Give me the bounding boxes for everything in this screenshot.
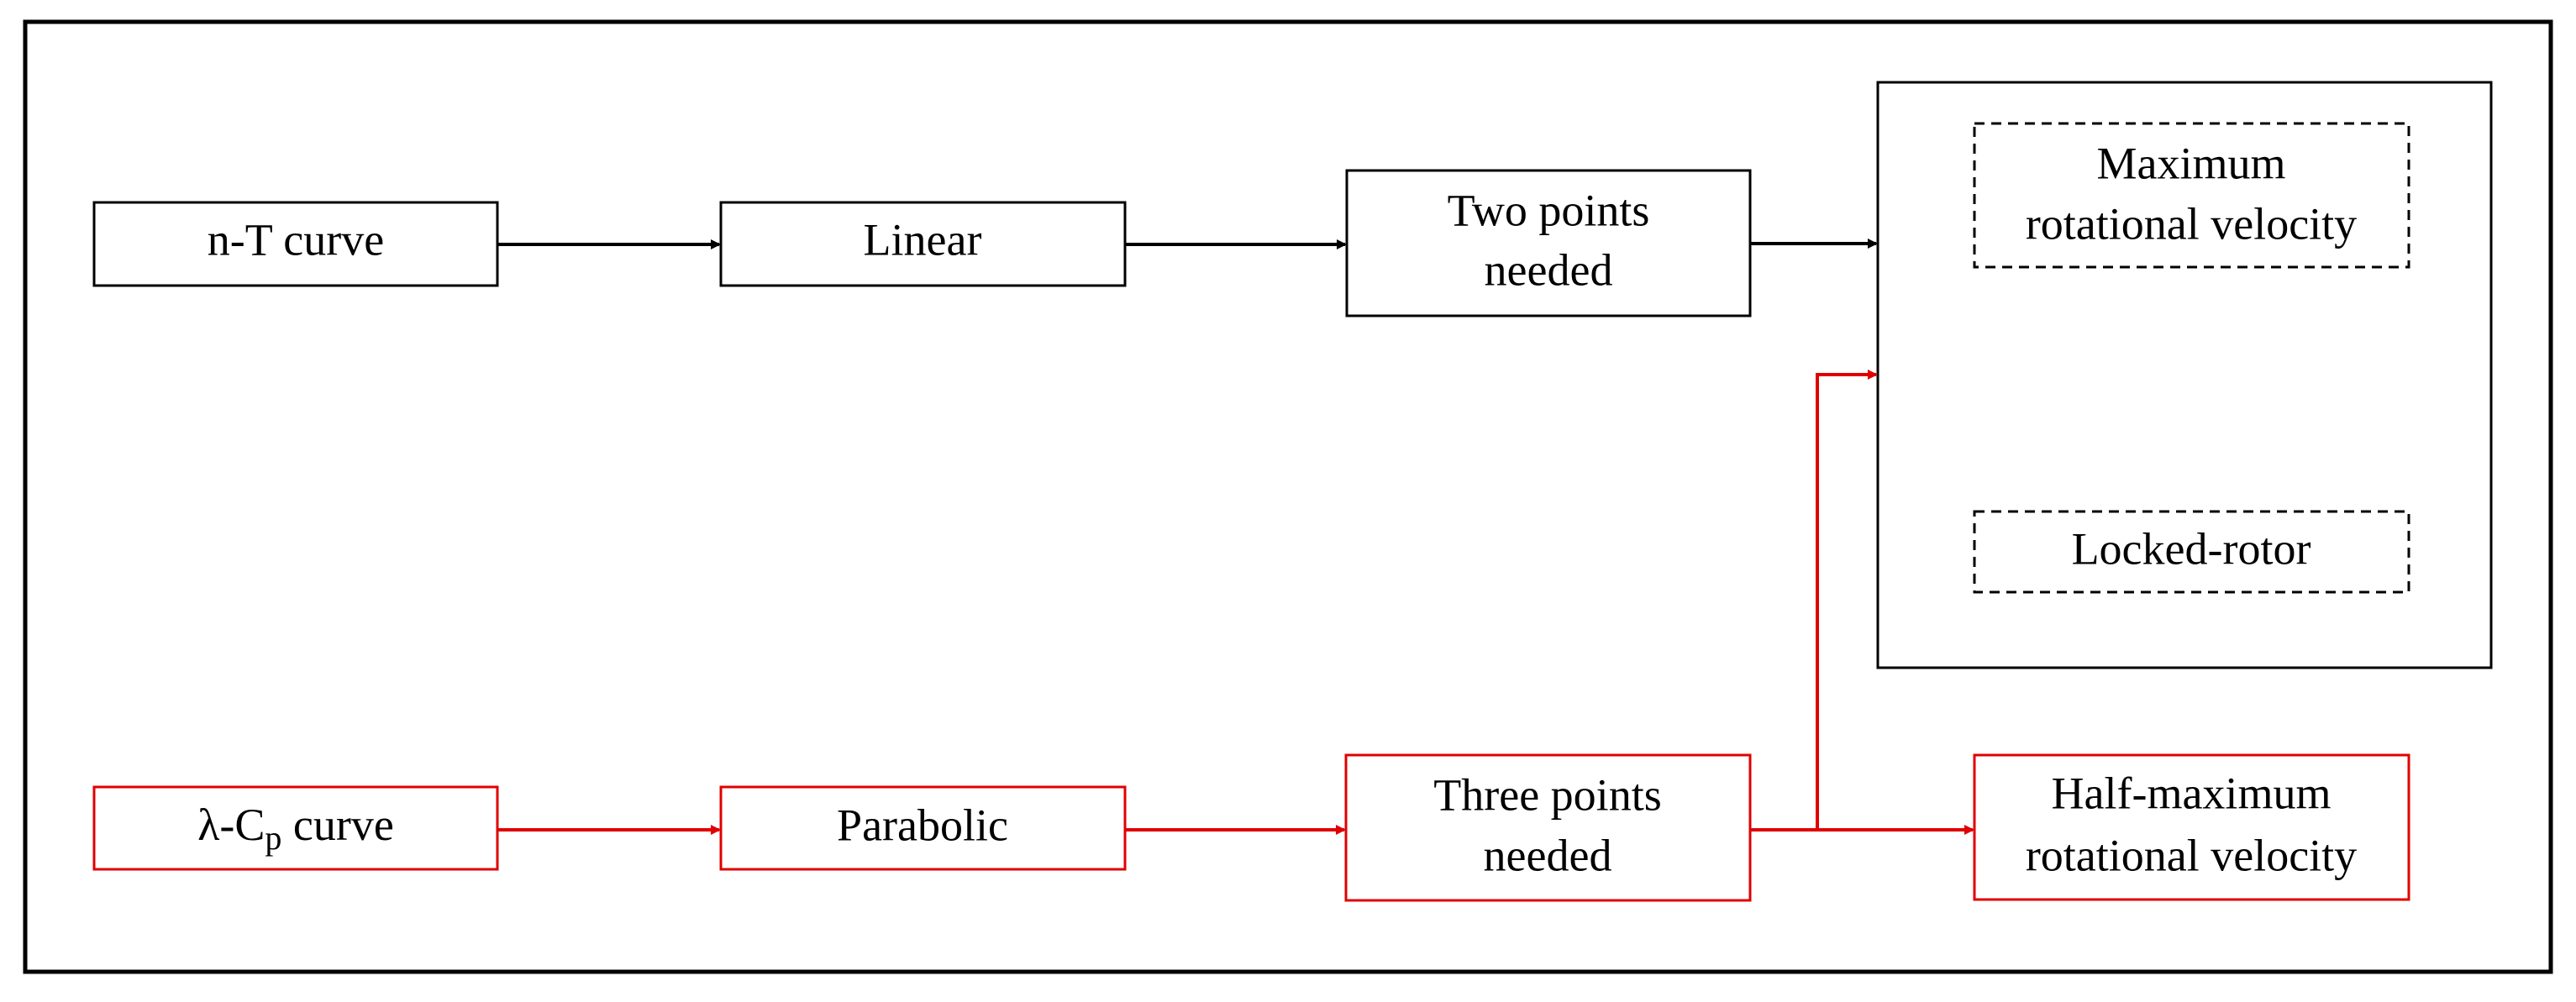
node-half-maximum-rotational-velocity: Half-maximum rotational velocity: [1973, 753, 2410, 901]
node-three-points: Three points needed: [1344, 753, 1752, 902]
arrow-three-points-to-container: [1816, 370, 1878, 830]
node-linear: Linear: [719, 201, 1127, 287]
node-maximum-rotational-velocity: Maximum rotational velocity: [1973, 122, 2410, 269]
outer-frame: [23, 19, 2553, 974]
locked-rotor-label: Locked-rotor: [2072, 523, 2311, 574]
node-parabolic: Parabolic: [719, 785, 1127, 871]
lambda-cp-label: λ-Cp curve: [197, 800, 394, 857]
node-lambda-cp-curve: λ-Cp curve: [92, 785, 499, 871]
conditions-container: [1876, 81, 2493, 669]
linear-label: Linear: [864, 214, 982, 265]
three-points-label-line2: needed: [1484, 830, 1612, 880]
half-max-label-line2: rotational velocity: [2026, 830, 2357, 880]
nt-curve-label: n-T curve: [208, 214, 384, 265]
half-max-label-line1: Half-maximum: [2052, 768, 2332, 818]
max-velocity-label-line1: Maximum: [2097, 138, 2286, 188]
three-points-label-line1: Three points: [1433, 769, 1661, 820]
node-nt-curve: n-T curve: [92, 201, 499, 287]
two-points-label-line1: Two points: [1448, 185, 1650, 235]
node-two-points: Two points needed: [1345, 169, 1752, 317]
node-locked-rotor: Locked-rotor: [1973, 510, 2410, 594]
max-velocity-label-line2: rotational velocity: [2026, 198, 2357, 249]
two-points-label-line2: needed: [1485, 244, 1613, 295]
parabolic-label: Parabolic: [837, 800, 1008, 850]
